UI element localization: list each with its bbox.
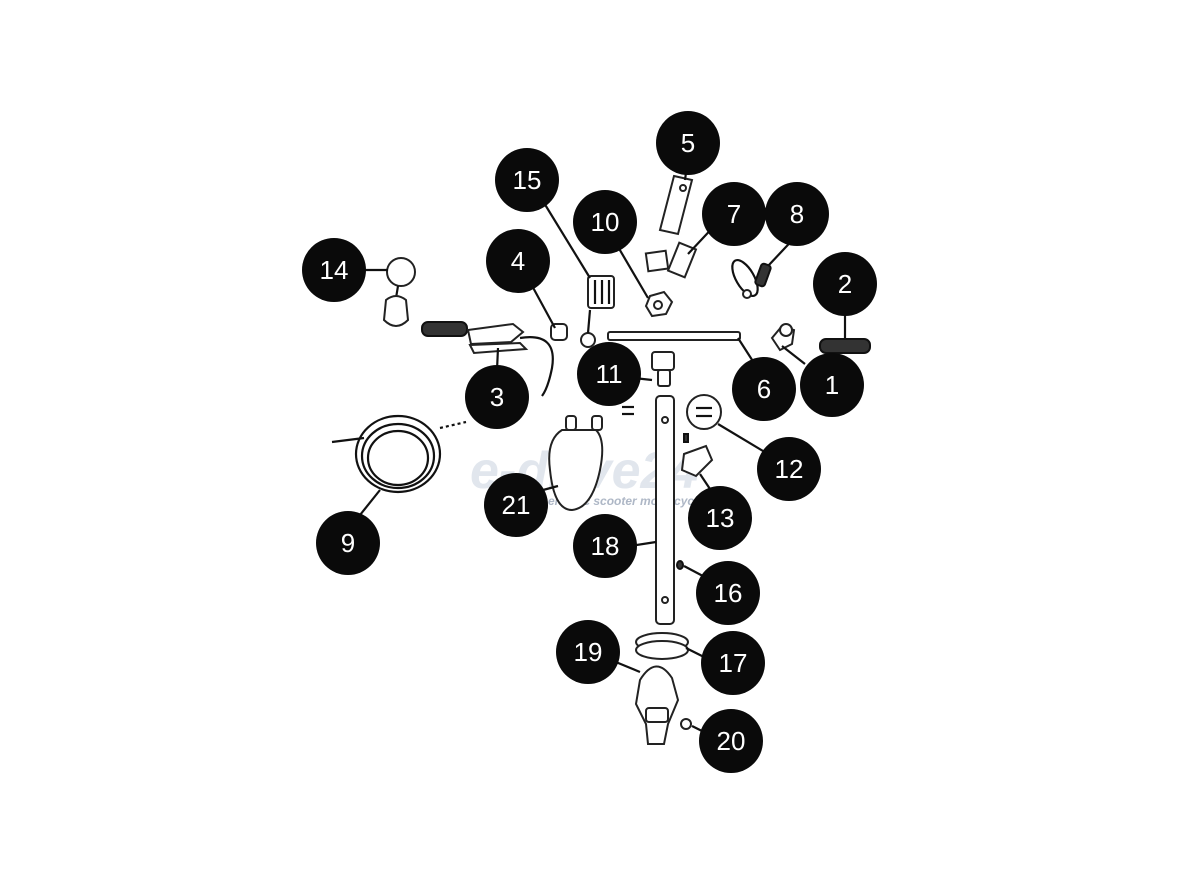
right-grip-part	[819, 338, 871, 354]
callout-12-label: 12	[775, 454, 804, 484]
key-switch-part	[770, 323, 796, 352]
callout-18: 18	[573, 514, 637, 578]
callout-17-label: 17	[719, 648, 748, 678]
callout-13: 13	[688, 486, 752, 550]
latch-part	[680, 433, 714, 478]
callout-14-label: 14	[320, 255, 349, 285]
callout-3-label: 3	[490, 382, 504, 412]
callout-3: 3	[465, 365, 529, 429]
callout-15-label: 15	[513, 165, 542, 195]
callout-1: 1	[800, 353, 864, 417]
callout-markers: 1 2 3 4 5 6 7 8	[302, 111, 877, 773]
parts-line-art	[331, 174, 871, 745]
small-washer-part	[680, 718, 692, 730]
pad-part	[644, 241, 698, 279]
washer-part	[622, 394, 722, 430]
callout-8: 8	[765, 182, 829, 246]
ring-clamp-part	[635, 632, 689, 660]
callout-18-label: 18	[591, 531, 620, 561]
callout-6: 6	[732, 357, 796, 421]
handlebar-part	[607, 331, 741, 341]
callout-16-label: 16	[714, 578, 743, 608]
mirror-part	[382, 257, 416, 327]
fork-hinge-part	[634, 665, 680, 745]
bag-part	[548, 415, 604, 512]
pin-part	[676, 560, 684, 570]
callout-4-label: 4	[511, 246, 525, 276]
left-grip-part	[421, 321, 468, 337]
stem-head-part	[651, 351, 675, 387]
callout-7: 7	[702, 182, 766, 246]
stem-tube-part	[655, 395, 675, 625]
callout-13-label: 13	[706, 503, 735, 533]
callout-19-label: 19	[574, 637, 603, 667]
callout-5-label: 5	[681, 128, 695, 158]
callout-12: 12	[757, 437, 821, 501]
nut-part	[644, 290, 674, 318]
callout-6-label: 6	[757, 374, 771, 404]
callout-9-label: 9	[341, 528, 355, 558]
callout-5: 5	[656, 111, 720, 175]
callout-10-label: 10	[591, 207, 620, 237]
callout-11: 11	[577, 342, 641, 406]
callout-11-label: 11	[596, 359, 623, 389]
callout-20: 20	[699, 709, 763, 773]
callout-21-label: 21	[502, 490, 531, 520]
callout-4: 4	[486, 229, 550, 293]
callout-14: 14	[302, 238, 366, 302]
cable-coil-part	[331, 414, 467, 494]
callout-9: 9	[316, 511, 380, 575]
callout-1-label: 1	[825, 370, 839, 400]
callout-21: 21	[484, 473, 548, 537]
brake-lever-part	[466, 322, 554, 397]
callout-20-label: 20	[717, 726, 746, 756]
callout-10: 10	[573, 190, 637, 254]
callout-8-label: 8	[790, 199, 804, 229]
clamp-assembly-part	[580, 275, 615, 348]
callout-2: 2	[813, 252, 877, 316]
callout-16: 16	[696, 561, 760, 625]
callout-19: 19	[556, 620, 620, 684]
throttle-module-part	[658, 174, 694, 236]
callout-17: 17	[701, 631, 765, 695]
callout-15: 15	[495, 148, 559, 212]
callout-2-label: 2	[838, 269, 852, 299]
callout-7-label: 7	[727, 199, 741, 229]
cable-lock-part	[731, 259, 772, 299]
